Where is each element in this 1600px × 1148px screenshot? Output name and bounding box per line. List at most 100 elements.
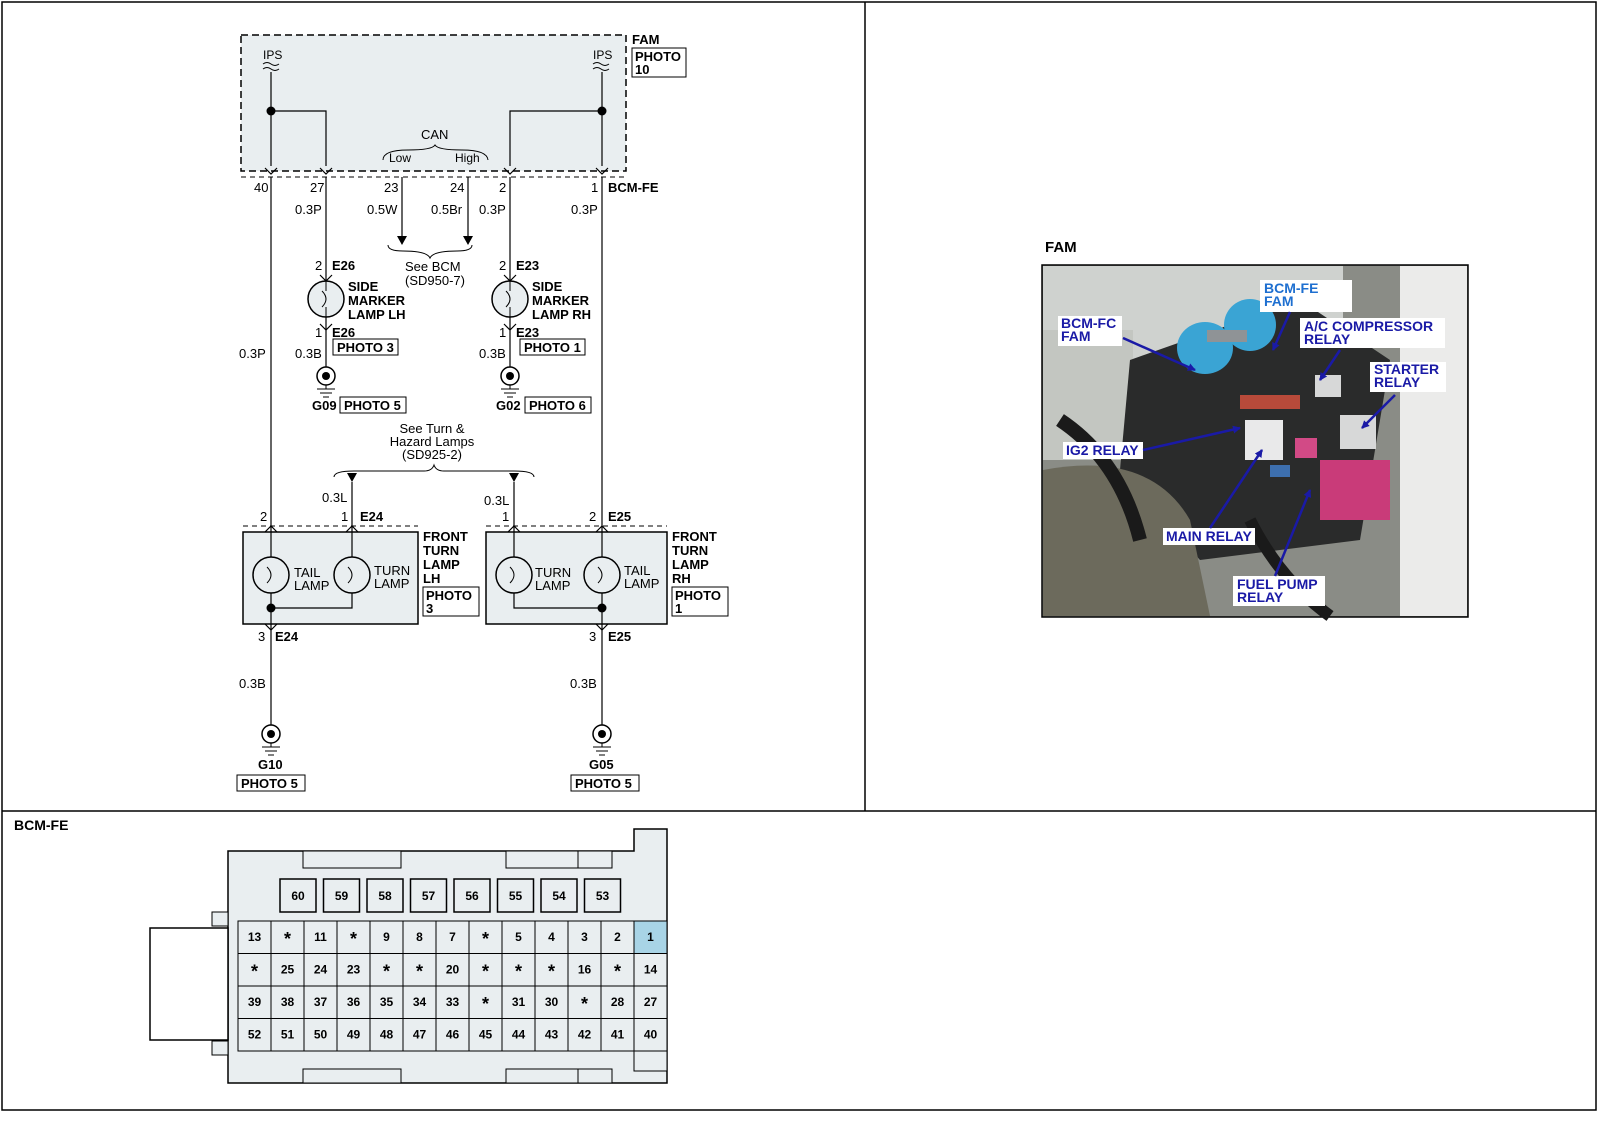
bcm-fe-pins: 40 27 23 24 2 1 BCM-FE 0.3P 0.5W 0.5Br 0… — [239, 177, 659, 526]
pin-number: 47 — [413, 1028, 427, 1042]
can-label: CAN — [421, 127, 448, 142]
callout-label: RELAY — [1237, 589, 1284, 605]
pin-number: 25 — [281, 963, 295, 977]
pin-label: 3 — [258, 629, 265, 644]
connector-label: E26 — [332, 325, 355, 340]
lamp-label: TAIL — [294, 565, 321, 580]
wire-label: 0.3B — [239, 676, 266, 691]
connector-pin — [534, 1018, 569, 1052]
pin-number: * — [482, 994, 489, 1014]
pin-number: 35 — [380, 995, 394, 1009]
component-name: TURN — [672, 543, 708, 558]
lamp-label: LAMP — [535, 578, 570, 593]
connector-pin — [435, 1018, 470, 1052]
ground-icon — [592, 724, 612, 756]
pin-number: 20 — [446, 963, 460, 977]
pin-number: 34 — [413, 995, 427, 1009]
connector-pin — [583, 878, 622, 913]
pin-number: 33 — [446, 995, 460, 1009]
pin-number: 9 — [383, 930, 390, 944]
component-name: LH — [423, 571, 440, 586]
fam-title: FAM — [632, 32, 659, 47]
connector-label: E26 — [332, 258, 355, 273]
photo-ref: PHOTO 5 — [344, 398, 401, 413]
component-name: SIDE — [348, 279, 379, 294]
connector-notch — [633, 1050, 668, 1072]
ground-icon — [500, 366, 520, 398]
ground-icon — [316, 366, 336, 398]
connector-pin — [409, 878, 448, 913]
connector-pin — [496, 878, 535, 913]
bcm-fe-connector-label: BCM-FE — [608, 180, 659, 195]
connector-pin — [369, 1018, 404, 1052]
callout-label: RELAY — [1374, 374, 1421, 390]
front-turn-lamp-rh: 0.3L 2 1 E25 TURN LAMP TAIL LAMP FRONT T… — [484, 493, 729, 792]
connector-pin — [600, 953, 635, 987]
pin-number: 48 — [380, 1028, 394, 1042]
pin-number: 1 — [647, 930, 654, 944]
connector-pin — [270, 1018, 305, 1052]
pin-number: 11 — [314, 930, 327, 944]
component-name: FRONT — [423, 529, 468, 544]
pin-label: 2 — [315, 258, 322, 273]
can-high-label: High — [455, 151, 480, 165]
pin-number: * — [251, 962, 258, 982]
pin-number: * — [416, 962, 423, 982]
photo-ref: PHOTO 6 — [529, 398, 586, 413]
connector-label: E24 — [360, 509, 384, 524]
pin-number: 42 — [578, 1028, 592, 1042]
callout-label: FUEL PUMP — [1237, 576, 1318, 592]
pin-number: 41 — [611, 1028, 625, 1042]
wire-label: 0.3P — [571, 202, 598, 217]
wire-label: 0.3L — [484, 493, 509, 508]
connector-pin — [468, 985, 503, 1019]
junction-dot — [597, 106, 607, 116]
pin-number: 4 — [548, 930, 555, 944]
junction-dot — [597, 603, 607, 613]
pin-number: * — [284, 929, 291, 949]
pin-number: * — [581, 994, 588, 1014]
connector-pin — [369, 920, 404, 954]
wire-label: 0.3L — [322, 490, 347, 505]
connector-label: E23 — [516, 325, 539, 340]
connector-label: E24 — [275, 629, 299, 644]
connector-pin — [303, 920, 338, 954]
pin-number: 59 — [335, 889, 349, 903]
connector-panel-title: BCM-FE — [14, 817, 68, 833]
pin-number: 28 — [611, 995, 625, 1009]
see-bcm-line1: See BCM — [405, 259, 461, 274]
connector-pin — [402, 920, 437, 954]
photo-panel-title: FAM — [1045, 239, 1077, 256]
connector-pin — [237, 1018, 272, 1052]
ips-right-label: IPS — [593, 48, 612, 62]
photo-ref: PHOTO 1 — [524, 340, 581, 355]
can-low-label: Low — [389, 151, 411, 165]
callout-label: FAM — [1061, 328, 1091, 344]
connector-label: E23 — [516, 258, 539, 273]
connector-pin — [322, 878, 361, 913]
connector-pin — [336, 920, 371, 954]
callout-label: STARTER — [1374, 361, 1439, 377]
connector-pin — [600, 1018, 635, 1052]
pin-number: 56 — [465, 889, 479, 903]
pin-number: 43 — [545, 1028, 559, 1042]
connector-pin — [402, 953, 437, 987]
ground-label: G09 — [312, 398, 337, 413]
lamp-label: LAMP — [624, 576, 659, 591]
pin-number: 55 — [509, 889, 523, 903]
lamp-label: LAMP — [294, 578, 329, 593]
component-name: LAMP — [672, 557, 709, 572]
ips-right-symbol — [592, 62, 610, 71]
pin-number: 49 — [347, 1028, 361, 1042]
pin-number: 2 — [614, 930, 621, 944]
pin-number: 16 — [578, 963, 592, 977]
photo-ref: PHOTO — [675, 588, 721, 603]
connector-pin — [366, 878, 404, 913]
lamp-label: LAMP — [374, 576, 409, 591]
wire-label: 0.3P — [239, 346, 266, 361]
pin-number: 8 — [416, 930, 423, 944]
page-frame — [1, 1, 1597, 1111]
pin-number: 36 — [347, 995, 361, 1009]
connector-pin — [534, 920, 569, 954]
component-name: RH — [672, 571, 691, 586]
